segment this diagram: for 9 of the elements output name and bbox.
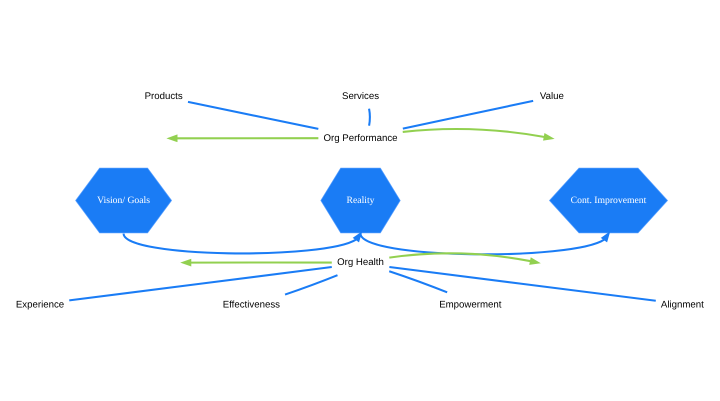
- node-text: Value: [540, 90, 564, 102]
- node-text: Org Performance: [323, 132, 398, 144]
- node-text: Experience: [16, 299, 64, 310]
- node-text: Products: [144, 90, 183, 102]
- node-text: Alignment: [660, 299, 704, 310]
- node-text: Org Health: [337, 257, 384, 268]
- node-text: Empowerment: [439, 299, 502, 310]
- node-text: Effectiveness: [222, 299, 280, 310]
- node-text: Services: [342, 90, 380, 102]
